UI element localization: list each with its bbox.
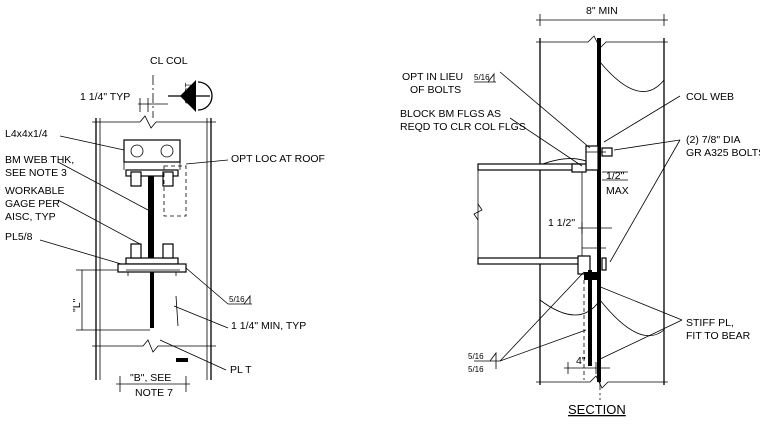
beam-elevation	[473, 163, 583, 265]
typ-gage-label: 1 1/4" TYP	[80, 91, 130, 103]
gage-label-2: GAGE PER	[5, 198, 60, 210]
stiff-width-label: 4"	[576, 355, 586, 367]
weld-size-label: 5/16	[229, 295, 245, 304]
section-title: SECTION	[568, 402, 626, 417]
bm-web-label-2: SEE NOTE 3	[5, 167, 67, 179]
bm-web-label-1: BM WEB THK,	[5, 154, 74, 166]
right-section: 8" MIN	[400, 5, 760, 417]
opt-loc-box	[163, 165, 187, 217]
bolts-label-1: (2) 7/8" DIA	[686, 134, 741, 146]
opt-lieu-label-2: OF BOLTS	[410, 84, 461, 96]
weld-top-label: 5/16	[474, 73, 490, 82]
gage-label-3: AISC, TYP	[5, 211, 56, 223]
column-outline	[536, 35, 668, 400]
pl-t-label: PL T	[230, 364, 252, 376]
left-detail: CL COL 1 1/4" TYP SECT L4x4x1/4	[5, 55, 325, 399]
beam-section	[125, 169, 179, 266]
b-dimension	[116, 376, 190, 392]
top-connection	[571, 145, 613, 173]
setback-label: 1 1/2"	[548, 217, 575, 229]
b-see-label-2: NOTE 7	[135, 387, 173, 399]
gap-label-2: MAX	[606, 185, 629, 197]
opt-loc-label: OPT LOC AT ROOF	[231, 153, 325, 165]
b-see-label-1: "B", SEE	[130, 372, 171, 384]
top-angle	[123, 139, 181, 170]
bottom-plate	[117, 263, 187, 328]
opt-lieu-label-1: OPT IN LIEU	[402, 71, 463, 83]
weld-bot-label-2: 5/16	[468, 365, 484, 374]
section-marker: SECT	[168, 80, 213, 112]
plate-label: PL5/8	[5, 231, 33, 243]
min-typ-label: 1 1/4" MIN, TYP	[231, 320, 306, 332]
col-web-label: COL WEB	[686, 91, 734, 103]
gage-label-1: WORKABLE	[5, 185, 65, 197]
break-mark-top	[92, 115, 216, 129]
break-mark-bottom	[92, 339, 216, 353]
cl-col-label: CL COL	[150, 55, 188, 67]
length-dimension: "L"	[71, 269, 150, 331]
stiff-label-2: FIT TO BEAR	[686, 330, 751, 342]
stiffener-plate	[588, 270, 592, 366]
gap-label-1: 1/2"	[606, 170, 625, 182]
stiff-label-1: STIFF PL,	[686, 317, 734, 329]
sect-label: SECT	[184, 83, 193, 104]
width-dim-label: 8" MIN	[586, 5, 618, 17]
block-label-2: REQD TO CLR COL FLGS	[400, 121, 526, 133]
length-label: "L"	[71, 298, 83, 312]
bolts-label-2: GR A325 BOLTS	[686, 147, 760, 159]
angle-label: L4x4x1/4	[5, 128, 48, 140]
block-label-1: BLOCK BM FLGS AS	[400, 108, 501, 120]
weld-bot-label-1: 5/16	[468, 352, 484, 361]
